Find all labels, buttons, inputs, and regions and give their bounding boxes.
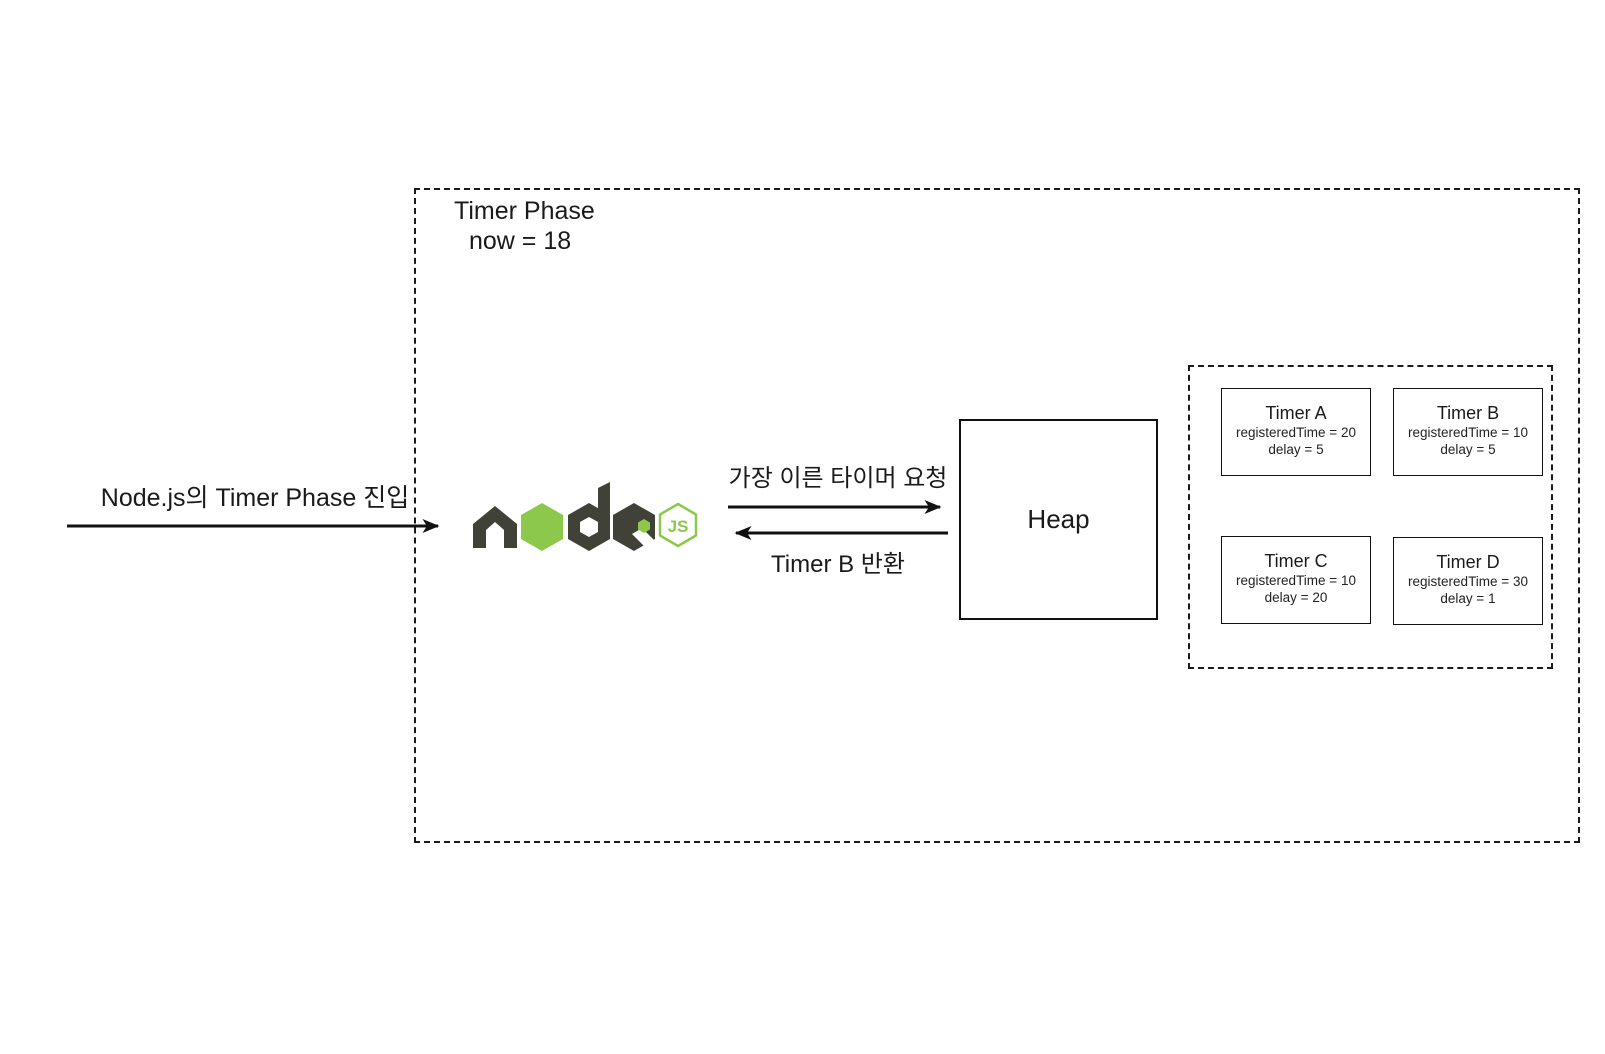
timer-d-name: Timer D (1436, 552, 1500, 572)
timer-phase-title-line: Timer Phase (454, 197, 595, 225)
nodejs-logo-icon: JS (473, 482, 698, 554)
timer-b-delay: delay = 5 (1440, 442, 1496, 457)
nodejs-letter-n (473, 506, 517, 548)
timer-phase-now-value: now = 18 (469, 227, 572, 255)
heap-label: Heap (1027, 504, 1090, 534)
nodejs-letter-e-dot (638, 519, 650, 533)
nodejs-js-badge-hexagon (658, 502, 698, 548)
timer-c-name: Timer C (1264, 551, 1328, 571)
timer-b-box: Timer B registeredTime = 10 delay = 5 (1393, 388, 1543, 476)
timer-a-box: Timer A registeredTime = 20 delay = 5 (1221, 388, 1371, 476)
timer-phase-title: Timer Phase now = 18 (454, 196, 595, 256)
timer-c-delay: delay = 20 (1264, 590, 1328, 605)
timer-c-box: Timer C registeredTime = 10 delay = 20 (1221, 536, 1371, 624)
nodejs-letter-o-hexagon (521, 503, 563, 551)
nodejs-letter-d-counter (580, 517, 598, 537)
timer-d-delay: delay = 1 (1440, 591, 1496, 606)
heap-box: Heap (959, 419, 1158, 620)
timer-b-name: Timer B (1436, 403, 1500, 423)
timer-d-registered-time: registeredTime = 30 (1408, 574, 1528, 589)
entry-arrow-label: Node.js의 Timer Phase 진입 (100, 484, 410, 512)
timer-c-registered-time: registeredTime = 10 (1236, 573, 1356, 588)
nodejs-js-badge-text: JS (668, 517, 689, 536)
request-arrow-label: 가장 이른 타이머 요청 (728, 465, 948, 492)
nodejs-letter-d-stem (598, 482, 610, 525)
timer-phase-box: Timer Phase now = 18 (414, 188, 1580, 843)
timer-group-box (1188, 365, 1553, 669)
return-arrow-label: Timer B 반환 (771, 551, 905, 578)
timer-b-registered-time: registeredTime = 10 (1408, 425, 1528, 440)
timer-a-name: Timer A (1265, 403, 1327, 423)
timer-d-box: Timer D registeredTime = 30 delay = 1 (1393, 537, 1543, 625)
nodejs-letter-e-slit (632, 528, 660, 554)
timer-a-delay: delay = 5 (1268, 442, 1324, 457)
timer-a-registered-time: registeredTime = 20 (1236, 425, 1356, 440)
